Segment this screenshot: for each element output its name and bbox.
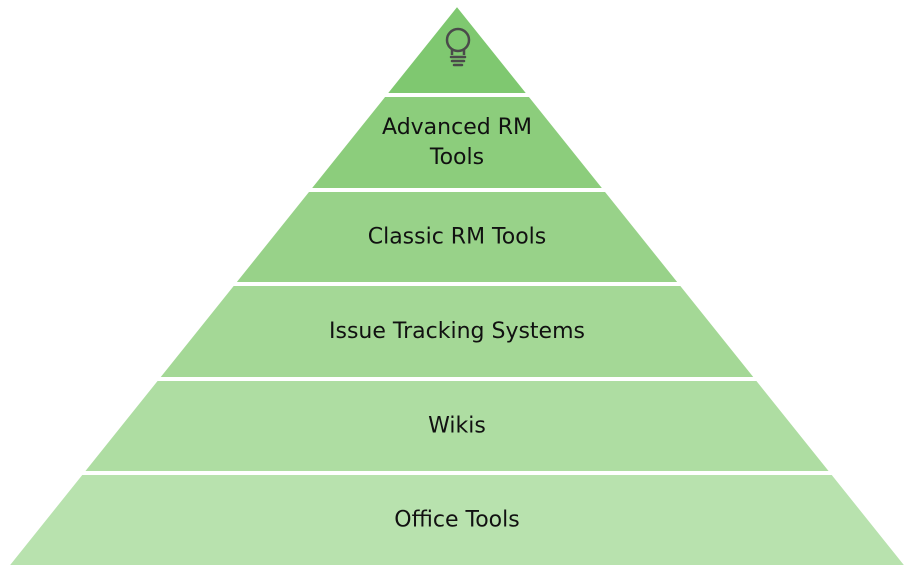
tier-advanced-rm-tools-label: Tools: [429, 145, 484, 170]
lightbulb-bulb: [445, 27, 471, 53]
tier-top-lightbulb: [379, 0, 535, 97]
tier-advanced-rm-tools-label: Advanced RM: [382, 115, 532, 140]
tier-office-tools-label: Office Tools: [394, 508, 519, 533]
tier-advanced-rm-tools: [303, 93, 611, 192]
tier-classic-rm-tools-label: Classic RM Tools: [368, 225, 547, 250]
tier-issue-tracking-systems-label: Issue Tracking Systems: [329, 319, 585, 344]
tier-office-tools: [1, 471, 913, 569]
tier-wikis-label: Wikis: [428, 414, 486, 439]
lightbulb-base: [449, 55, 467, 67]
lightbulb-icon: [445, 27, 471, 67]
lightbulb-neck: [450, 49, 466, 55]
